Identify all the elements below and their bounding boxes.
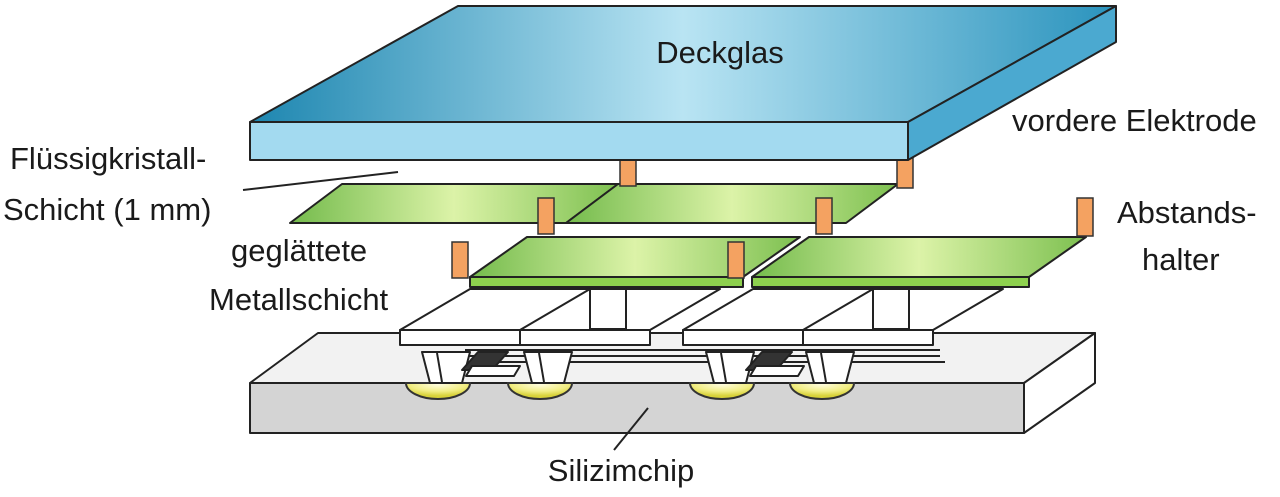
beam-front (399, 329, 531, 346)
metal-pad (289, 183, 619, 224)
post (589, 288, 627, 330)
spacers (451, 157, 1094, 279)
beam-front (682, 329, 814, 346)
leader-lines (242, 171, 649, 451)
circuit-structure (421, 349, 945, 384)
post (872, 288, 910, 330)
via (705, 351, 755, 384)
chip-side-face (1023, 332, 1096, 434)
spacer (815, 197, 833, 235)
metal-pad (751, 236, 1087, 278)
metal-layer (289, 183, 1087, 288)
bump (404, 382, 472, 400)
via (421, 351, 471, 384)
label-abstandshalter-line1: Abstands- (1117, 195, 1257, 230)
metal-pad (565, 183, 899, 224)
beam-front (802, 329, 934, 346)
label-fluessigkristall-line1: Flüssigkristall- (10, 141, 206, 176)
spacer (537, 197, 555, 235)
label-geglaettete-line2: Metallschicht (209, 282, 389, 317)
silicon-chip (249, 332, 1096, 434)
cover-glass (249, 5, 1117, 161)
label-geglaettete-line1: geglättete (231, 233, 367, 268)
spacer (727, 241, 745, 279)
beam-front (519, 329, 651, 346)
label-deckglas: Deckglas (656, 35, 784, 70)
bumps (404, 382, 856, 400)
chip-top-face (249, 332, 1096, 384)
label-fluessigkristall-line2: Schicht (1 mm) (3, 192, 211, 227)
gate (749, 365, 805, 377)
metal-pad-front (469, 276, 744, 288)
leader-fluessigkristall (242, 171, 399, 191)
spacer (896, 157, 914, 189)
support-beams (399, 288, 1004, 346)
label-abstandshalter-line2: halter (1142, 242, 1220, 277)
gate (465, 365, 521, 377)
via (805, 351, 855, 384)
via (523, 351, 573, 384)
spacer (619, 157, 637, 187)
label-silizimchip: Silizimchip (548, 453, 694, 488)
bump (788, 382, 856, 400)
chip-front-face (249, 382, 1025, 434)
metal-pad (469, 236, 801, 278)
bump (506, 382, 574, 400)
leader-silizimchip (613, 407, 649, 451)
cover-glass-side (907, 5, 1117, 161)
spacer (451, 241, 469, 279)
metal-pad-front (751, 276, 1030, 288)
label-vordere-elektrode: vordere Elektrode (1012, 103, 1257, 138)
bump (688, 382, 756, 400)
cover-glass-front (249, 121, 909, 161)
spacer (1076, 197, 1094, 237)
